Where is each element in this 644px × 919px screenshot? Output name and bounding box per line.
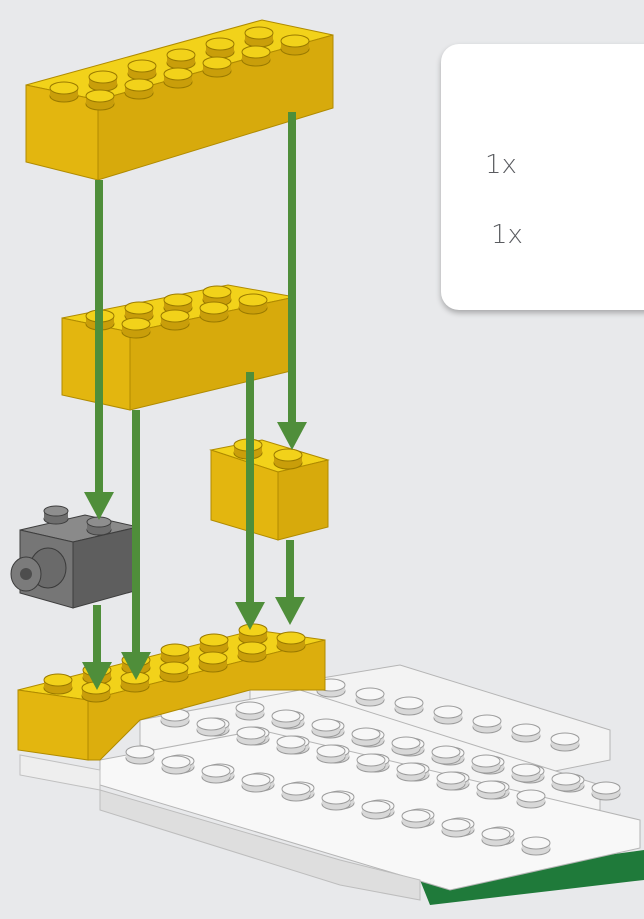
assembly-arrow (275, 540, 305, 625)
assembly-arrow (82, 605, 112, 690)
yellow-brick-small (209, 439, 330, 541)
gray-technic-brick (10, 505, 139, 609)
part-quantity-2x6-brick: 1x (485, 150, 517, 180)
part-quantity-1x2-brick: 1x (491, 220, 523, 250)
assembly-arrow (235, 372, 265, 630)
assembly-arrow (84, 180, 114, 520)
assembly-arrow (121, 410, 151, 680)
yellow-studs-top (49, 26, 310, 111)
green-baseplate (420, 850, 644, 905)
assembly-arrows (82, 112, 307, 690)
white-studs (125, 669, 621, 856)
parts-list-panel: 1x 1x (441, 44, 644, 310)
assembly-arrow (277, 112, 307, 450)
